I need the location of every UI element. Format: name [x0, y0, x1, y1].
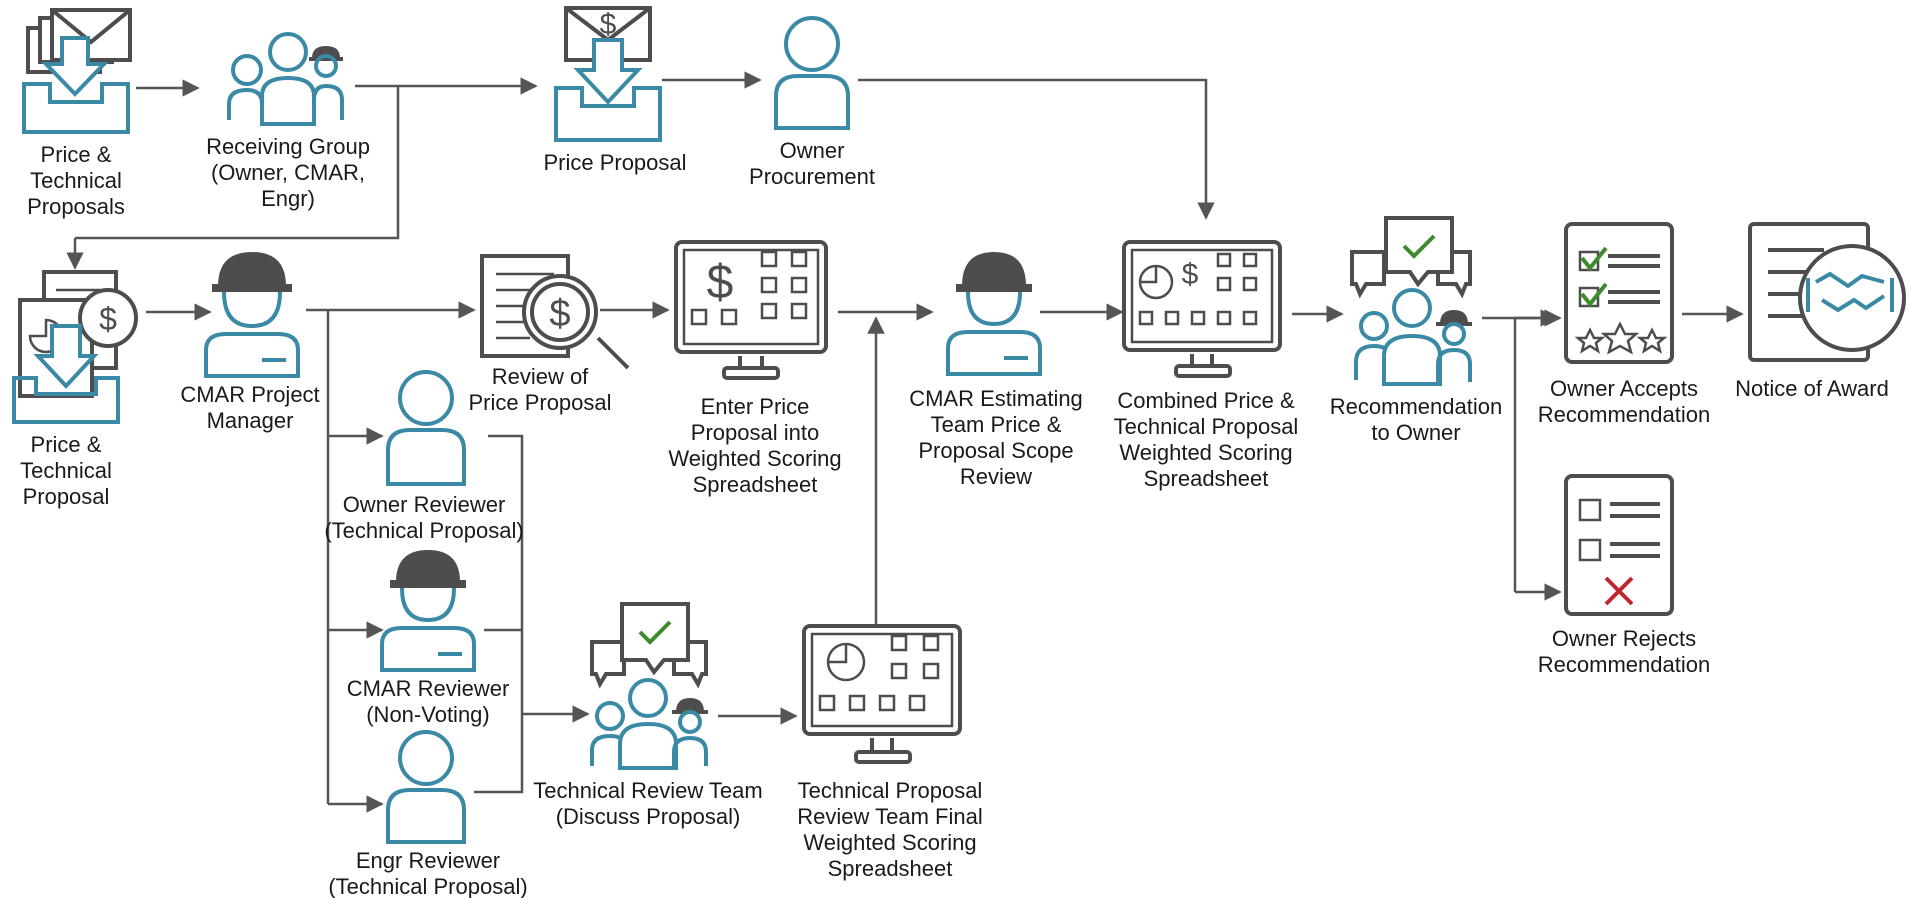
award-handshake-icon [1748, 222, 1906, 362]
label-receiving-group: Receiving Group(Owner, CMAR,Engr) [206, 134, 370, 211]
dollar-symbol: $ [600, 8, 617, 41]
price-proposal-inbox-icon: $ [554, 6, 662, 142]
technical-team-group-icon [590, 602, 708, 770]
owner-person-icon [774, 16, 850, 130]
group-people-icon [227, 32, 344, 126]
inbox-envelopes-icon [22, 8, 132, 134]
cmar-manager-hardhat-icon [204, 252, 300, 378]
label-engr-reviewer: Engr Reviewer(Technical Proposal) [328, 848, 527, 898]
label-price-proposal: Price Proposal [543, 150, 686, 175]
technical-spreadsheet-monitor-icon [802, 624, 962, 764]
monitor-spreadsheet-icon: $ [674, 240, 828, 380]
dollar-symbol: $ [1182, 258, 1199, 291]
owner-reviewer-person-icon [386, 370, 466, 486]
rejects-checklist-icon [1564, 474, 1674, 616]
cmar-reviewer-hardhat-icon [380, 550, 476, 672]
dollar-symbol: $ [99, 301, 117, 337]
engr-reviewer-person-icon [386, 730, 466, 844]
dollar-symbol: $ [707, 256, 734, 309]
label-technical-review-team: Technical Review Team(Discuss Proposal) [533, 778, 762, 829]
recommendation-group-icon [1350, 216, 1472, 386]
connectors [66, 71, 1744, 813]
label-notice-of-award: Notice of Award [1735, 376, 1889, 401]
cmar-estimating-hardhat-icon [946, 252, 1042, 376]
dollar-symbol: $ [549, 293, 570, 335]
combined-spreadsheet-monitor-icon: $ [1122, 240, 1282, 378]
label-cmar-reviewer: CMAR Reviewer(Non-Voting) [347, 676, 510, 727]
label-owner-reviewer: Owner Reviewer(Technical Proposal) [324, 492, 523, 543]
accepts-checklist-icon [1564, 222, 1674, 364]
review-magnifier-icon: $ [480, 254, 630, 370]
proposal-documents-inbox-icon: $ [12, 270, 138, 424]
